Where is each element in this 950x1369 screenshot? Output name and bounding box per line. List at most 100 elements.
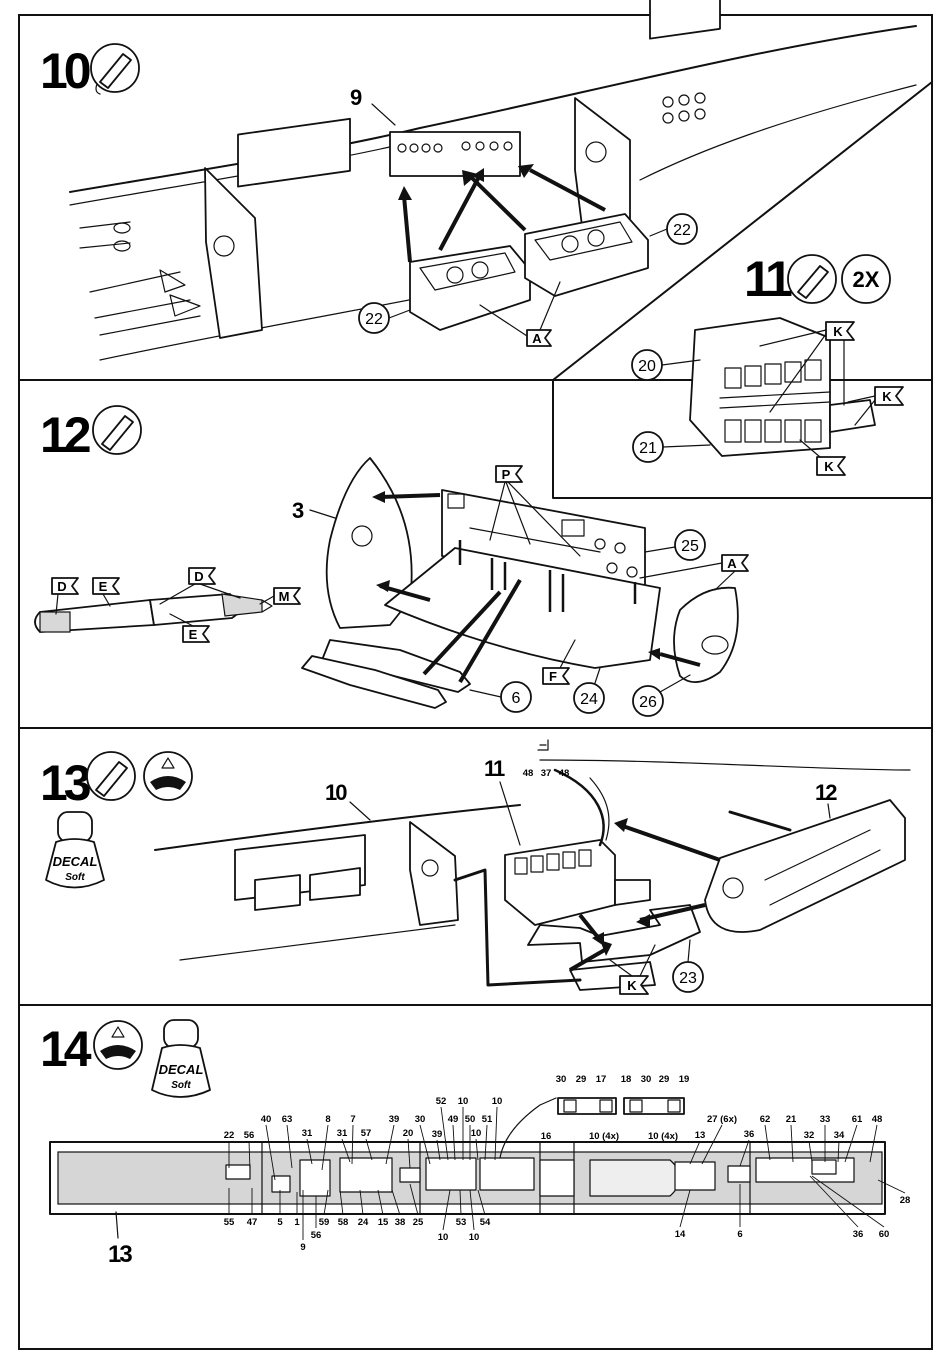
flag-callout: A [479,281,561,347]
part-number-label: 34 [834,1130,845,1141]
svg-text:30: 30 [556,1074,567,1085]
flag-callout: A [639,554,749,591]
part-number-label: 25 [413,1217,424,1228]
part-number-label: 48 [872,1114,883,1125]
svg-text:DECAL: DECAL [53,854,98,869]
svg-text:Soft: Soft [171,1080,191,1091]
callout-leader-line [469,1189,475,1231]
flag-callout: P [489,465,581,557]
hull-plan-outline [49,1141,886,1215]
part-number-label: 27 (6x) [707,1114,737,1125]
callout-leader-line [391,1189,401,1216]
callout-leader-line [377,1189,384,1216]
small-part-labels: 48 37 48 [523,739,570,779]
svg-text:K: K [882,389,892,404]
bulkhead-part-26 [673,586,739,683]
torpedo-rack [79,221,201,336]
flag-callout: D [159,567,241,605]
callout-leader-line [365,1138,373,1161]
part-number-label: 63 [282,1114,293,1125]
part-number-label: 49 [448,1114,459,1125]
glue-icon [86,751,136,801]
part-number-label: 39 [432,1129,443,1140]
part-number-label: 56 [311,1230,322,1241]
svg-text:29: 29 [576,1074,587,1085]
callout-leader-line [409,1183,419,1216]
flag-callout: D [51,577,79,615]
part-number-label: 30 [415,1114,426,1125]
assembly-label: 10 [325,780,347,805]
callout-leader-line [869,1124,878,1163]
svg-text:26: 26 [639,694,657,711]
svg-text:24: 24 [580,691,598,708]
callout-leader-line [359,1189,364,1216]
svg-text:23: 23 [679,970,697,987]
part-number-label: 61 [852,1114,863,1125]
part-number-label: 15 [378,1217,389,1228]
part-number-label: 24 [358,1217,369,1228]
flag-callout: K [799,439,846,476]
assembly-label: 9 [350,85,362,110]
callout-leader-line [808,1140,813,1163]
part-number-label: 55 [224,1217,235,1228]
step-14-panel: 14 DECAL Soft [40,1019,910,1268]
callout-leader-line [494,1106,498,1161]
callout-leader-line [407,1138,411,1169]
part-number-label: 10 [438,1232,449,1243]
svg-text:48: 48 [523,768,534,779]
callout-leader-line [306,1138,313,1165]
decal-soft-bottle: DECAL Soft [45,811,105,889]
callout-leader-line [323,1189,329,1216]
callout-leader-line [764,1124,771,1161]
part-number-label: 14 [675,1229,686,1240]
decal-placement-icon [93,1020,143,1070]
callout-leader-line [809,1175,859,1228]
engine-assembly-11 [504,839,616,926]
assembly-label: 3 [292,498,304,523]
svg-text:P: P [502,467,511,482]
svg-text:22: 22 [673,222,691,239]
torpedo-tubes [301,639,471,709]
part-number-label: 59 [319,1217,330,1228]
callout-leader-line [701,1124,723,1165]
step-10-panel: 10 [40,0,917,361]
part-number-label: 10 [458,1096,469,1107]
part-number-label: 21 [786,1114,797,1125]
part-number-label: 56 [244,1130,255,1141]
part-number-label: 36 [744,1129,755,1140]
svg-text:18: 18 [621,1074,632,1085]
step-number: 14 [40,1021,92,1077]
part-number-label: 39 [389,1114,400,1125]
callout-leader-line [321,1124,329,1171]
callout-leader-line [452,1124,456,1161]
assembly-label: 11 [484,756,505,781]
console-part-22-right [524,213,649,297]
callout-leader-line [265,1124,276,1181]
engine-assembly [689,317,876,457]
svg-text:E: E [189,627,198,642]
part-callout: 22 [649,213,698,245]
part-number-label: 47 [247,1217,258,1228]
svg-text:D: D [194,569,203,584]
svg-text:29: 29 [659,1074,670,1085]
svg-text:37: 37 [541,768,552,779]
hull-top-line [154,804,521,851]
assembly-label: 12 [815,780,837,805]
part-number-label: 38 [395,1217,406,1228]
callout-leader-line [436,1139,441,1161]
callout-leader-line [475,1138,479,1161]
part-number-label: 20 [403,1128,414,1139]
decal-placement-icon [143,751,193,801]
step-number: 11 [744,251,792,307]
part-number-label: 50 [465,1114,476,1125]
svg-text:25: 25 [681,538,699,555]
part-number-label: 52 [436,1096,447,1107]
part-number-label: 1 [294,1217,300,1228]
step11-box-edge [552,379,933,499]
svg-text:48: 48 [559,768,570,779]
callout-leader-line [339,1189,344,1216]
part-callout: 25 [644,529,706,561]
